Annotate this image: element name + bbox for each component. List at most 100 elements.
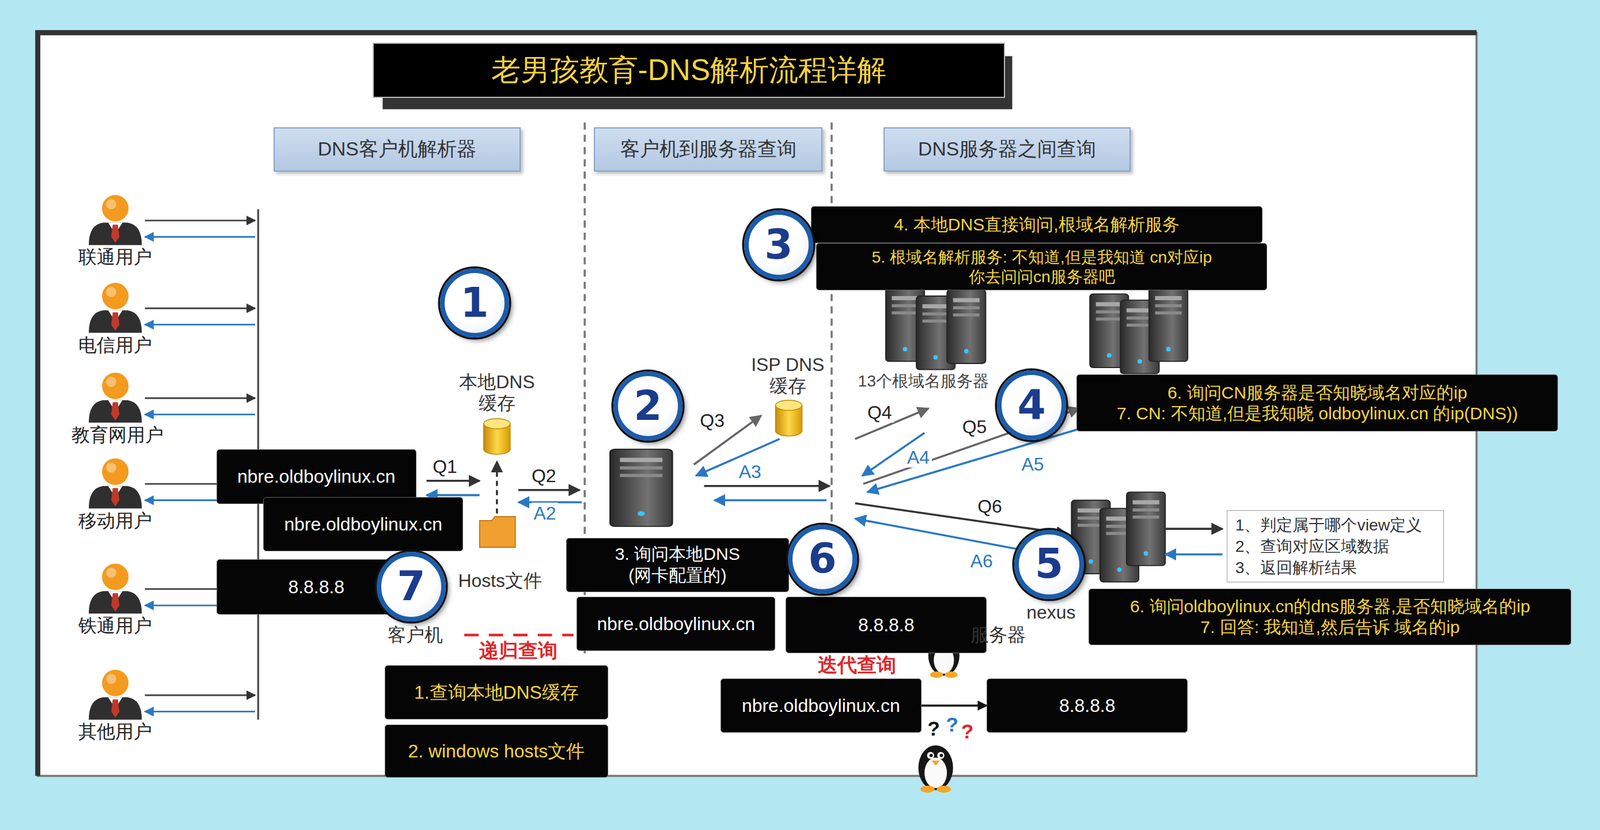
user-icons bbox=[88, 195, 142, 720]
question-mark: ? bbox=[927, 717, 940, 741]
node-text: 6. 询问CN服务器是否知晓域名对应的ip bbox=[1167, 382, 1467, 404]
storage-label: 本地DNS 缓存 bbox=[448, 371, 546, 414]
callout-number: 2 bbox=[613, 371, 683, 441]
node-text: 8.8.8.8 bbox=[858, 613, 915, 636]
question-mark: ? bbox=[945, 713, 959, 737]
query-arrow bbox=[855, 503, 1068, 534]
storage-label: ISP DNS 缓存 bbox=[736, 354, 839, 397]
title-text: 老男孩教育-DNS解析流程详解 bbox=[491, 50, 887, 91]
node-text: 1 bbox=[460, 282, 489, 324]
query-label: Q6 bbox=[975, 495, 1005, 517]
query-label: Q1 bbox=[430, 455, 460, 477]
server-label: 13个根域名服务器 bbox=[858, 371, 990, 391]
reply-arrow bbox=[145, 710, 256, 713]
answer-label: A2 bbox=[531, 502, 559, 525]
node-text: 2. windows hosts文件 bbox=[408, 740, 586, 762]
answer-arrow bbox=[1165, 553, 1223, 556]
node-text: 2、查询对应区域数据 bbox=[1235, 535, 1390, 557]
section-header: DNS客户机解析器 bbox=[273, 127, 521, 172]
user-icon bbox=[88, 282, 142, 333]
answer-label: A6 bbox=[968, 550, 995, 572]
answer-arrow bbox=[714, 499, 827, 502]
node-text: DNS客户机解析器 bbox=[317, 137, 477, 161]
callout-box: 5. 根域名解析服务: 不知道,但是我知道 cn对应ip 你去问问cn服务器吧 bbox=[816, 243, 1268, 291]
node-text: 7. 回答: 我知道,然后告诉 域名的ip bbox=[1200, 616, 1460, 638]
callout-number: 5 bbox=[1014, 529, 1084, 599]
node-text: 6. 询问oldboylinux.cn的dns服务器,是否知晓域名的ip bbox=[1130, 596, 1531, 617]
title-bar: 老男孩教育-DNS解析流程详解 bbox=[372, 42, 1006, 98]
user-label: 电信用户 bbox=[78, 334, 153, 356]
value-box: nbre.oldboylinux.cn bbox=[576, 596, 776, 651]
query-label: Q3 bbox=[698, 410, 727, 432]
recursive-marker bbox=[464, 633, 574, 636]
value-box: nbre.oldboylinux.cn bbox=[216, 449, 417, 505]
query-arrow bbox=[703, 484, 830, 488]
user-icon bbox=[88, 195, 142, 246]
user-label: 移动用户 bbox=[78, 509, 153, 532]
answer-label: A3 bbox=[736, 460, 764, 483]
cache-cylinder bbox=[775, 400, 802, 436]
callout-number: 3 bbox=[744, 210, 814, 280]
callout-box: 4. 本地DNS直接询问,根域名解析服务 bbox=[810, 206, 1262, 244]
node-text: 3. 询问本地DNS (网卡配置的) bbox=[574, 543, 780, 586]
node-text: nbre.oldboylinux.cn bbox=[596, 612, 756, 635]
value-box: 8.8.8.8 bbox=[986, 678, 1188, 733]
mode-label: 迭代查询 bbox=[817, 654, 897, 677]
query-label: Q5 bbox=[960, 415, 989, 438]
mode-label: 递归查询 bbox=[479, 639, 558, 663]
value-box: 8.8.8.8 bbox=[785, 596, 987, 653]
node-text: 1、判定属于哪个view定义 bbox=[1235, 514, 1423, 536]
request-arrow bbox=[145, 397, 256, 400]
callout-box: 6. 询问oldboylinux.cn的dns服务器,是否知晓域名的ip7. 回… bbox=[1088, 588, 1572, 645]
callout-box: 6. 询问CN服务器是否知晓域名对应的ip7. CN: 不知道,但是我知晓 ol… bbox=[1076, 374, 1558, 432]
node-text: 4. 本地DNS直接询问,根域名解析服务 bbox=[893, 214, 1179, 235]
answer-label: A5 bbox=[1019, 453, 1046, 476]
hosts-folder bbox=[479, 516, 516, 548]
node-text: 8.8.8.8 bbox=[1059, 694, 1116, 717]
node-text: 3 bbox=[764, 224, 793, 266]
answer-arrow bbox=[867, 428, 1080, 492]
user-icon bbox=[88, 669, 142, 720]
node-text: 7. CN: 不知道,但是我知晓 oldboylinux.cn 的ip(DNS)… bbox=[1116, 403, 1519, 424]
server-label: 服务器 bbox=[970, 624, 1026, 646]
node-text: 1.查询本地DNS缓存 bbox=[414, 681, 579, 704]
penguin bbox=[918, 745, 954, 793]
server-label: nexus bbox=[1026, 601, 1076, 624]
query-arrow bbox=[1165, 527, 1223, 530]
question-mark: ? bbox=[961, 719, 974, 744]
section-header: 客户机到服务器查询 bbox=[593, 127, 823, 172]
callout-number: 4 bbox=[996, 370, 1067, 440]
client-label: 客户机 bbox=[387, 624, 443, 646]
callout-box: 1.查询本地DNS缓存 bbox=[384, 665, 609, 720]
query-label: Q2 bbox=[529, 464, 559, 487]
root-server bbox=[946, 289, 986, 364]
section-header: DNS服务器之间查询 bbox=[883, 127, 1131, 172]
answer-label: A4 bbox=[904, 446, 932, 468]
user-icon bbox=[88, 372, 142, 423]
note-list: 1、判定属于哪个view定义2、查询对应区域数据3、返回解析结果 bbox=[1226, 510, 1444, 583]
connector-arrow bbox=[921, 704, 987, 707]
node-text: 4 bbox=[1017, 384, 1046, 426]
node-text: 2 bbox=[633, 385, 662, 427]
isp-dns-server bbox=[609, 449, 673, 527]
cache-cylinder bbox=[483, 418, 511, 455]
callout-number: 1 bbox=[440, 268, 510, 338]
node-text: nbre.oldboylinux.cn bbox=[741, 694, 901, 717]
user-icon bbox=[88, 563, 142, 614]
node-text: 5. 根域名解析服务: 不知道,但是我知道 cn对应ip 你去问问cn服务器吧 bbox=[825, 247, 1260, 287]
node-text: 3、返回解析结果 bbox=[1235, 556, 1358, 579]
callout-number: 7 bbox=[376, 551, 446, 621]
value-box: nbre.oldboylinux.cn bbox=[263, 497, 464, 552]
callout-number: 6 bbox=[787, 524, 858, 594]
reply-arrow bbox=[145, 236, 256, 238]
value-box: nbre.oldboylinux.cn bbox=[720, 678, 922, 733]
node-text: 6 bbox=[808, 538, 837, 580]
request-arrow bbox=[145, 219, 256, 222]
request-arrow bbox=[145, 307, 256, 310]
query-label: Q4 bbox=[865, 401, 894, 423]
cn-server bbox=[1149, 287, 1188, 362]
node-text: 5 bbox=[1034, 543, 1064, 585]
